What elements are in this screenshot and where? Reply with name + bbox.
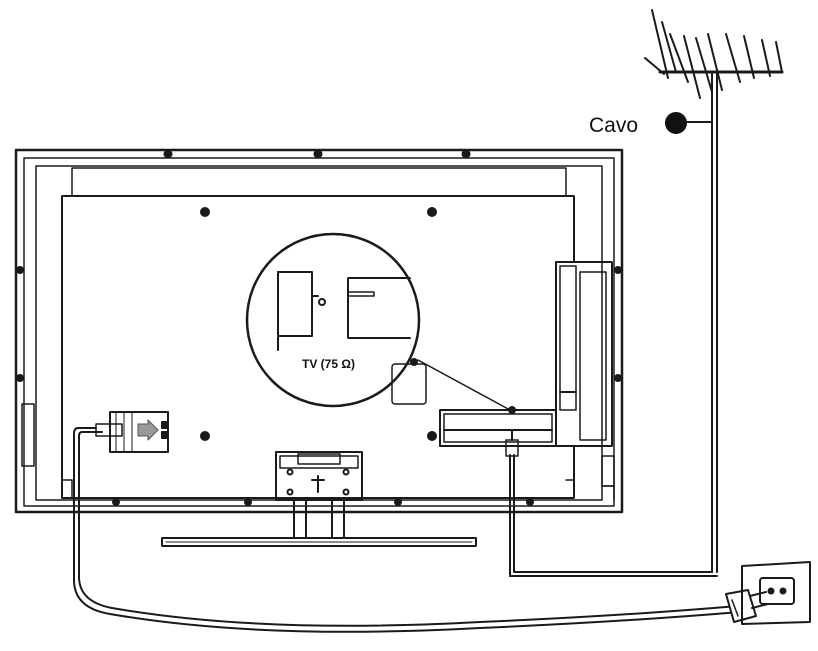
- tv-port-zoom: [245, 232, 511, 411]
- antenna-cable: [505, 429, 718, 577]
- cable-label: Cavo: [589, 114, 639, 137]
- side-connector-panel: [439, 261, 613, 447]
- power-plug-icon: [725, 589, 769, 623]
- wall-outlet-icon: [741, 561, 811, 625]
- tv-back: [14, 148, 624, 514]
- tv-port-label: TV (75 Ω): [302, 357, 355, 371]
- power-cord: [73, 427, 741, 633]
- cable-connector-knob: [665, 112, 713, 134]
- antenna-icon: [644, 9, 784, 573]
- power-inlet: [95, 411, 169, 453]
- tv-stand: [161, 451, 477, 547]
